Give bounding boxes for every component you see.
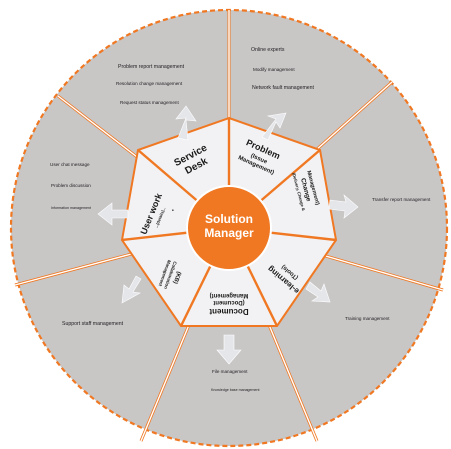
arrow-user-work: [97, 202, 129, 226]
outer-labels-problem: Online experts Modify management Network…: [251, 47, 315, 91]
center-title-line2: Manager: [204, 226, 254, 240]
outer-label: Training management: [345, 316, 390, 321]
document-line3: Management): [210, 292, 249, 298]
arrow-kb: [121, 275, 142, 304]
arrow-service-desk: [175, 105, 197, 141]
outer-label: Information management: [51, 206, 91, 210]
outer-label: File management: [212, 369, 248, 374]
outer-labels-change: Transfer report management: [372, 197, 431, 202]
arrow-document: [216, 334, 242, 365]
arrow-elearning: [305, 281, 331, 303]
outer-label: Transfer report management: [372, 197, 431, 202]
document-line2: (Document: [213, 299, 244, 305]
outer-label: Knowledge base management: [211, 388, 260, 392]
outward-arrows: [97, 105, 359, 365]
outer-label: Modify management: [253, 67, 295, 72]
user-work-bullet: •: [172, 208, 174, 214]
outer-labels-user-work: User chat message Problem discussion Inf…: [50, 162, 91, 210]
outer-label: Support staff management: [62, 321, 124, 327]
outer-label: Problem discussion: [51, 183, 91, 188]
outer-labels-elearning: Training management: [345, 316, 390, 321]
kb-line1: (KB): [172, 270, 182, 284]
center-circle: [186, 185, 272, 271]
outer-label: Resolution change management: [116, 81, 183, 86]
arrow-change: [328, 194, 359, 219]
document-line1: Document: [209, 307, 248, 316]
outer-label: User chat message: [50, 162, 90, 167]
outer-label: Online experts: [251, 47, 285, 53]
outer-labels-kb: Support staff management: [62, 321, 124, 327]
outer-label: Request status management: [120, 100, 179, 105]
segment-document: Document (Document Management): [209, 292, 248, 316]
center-title-line1: Solution: [205, 212, 253, 226]
outer-labels-document: File management Knowledge base managemen…: [211, 369, 260, 392]
arrow-problem: [261, 112, 287, 141]
outer-label: Problem report management: [118, 64, 185, 70]
outer-label: Network fault management: [252, 85, 315, 91]
outer-labels-service-desk: Problem report management Resolution cha…: [116, 64, 185, 105]
